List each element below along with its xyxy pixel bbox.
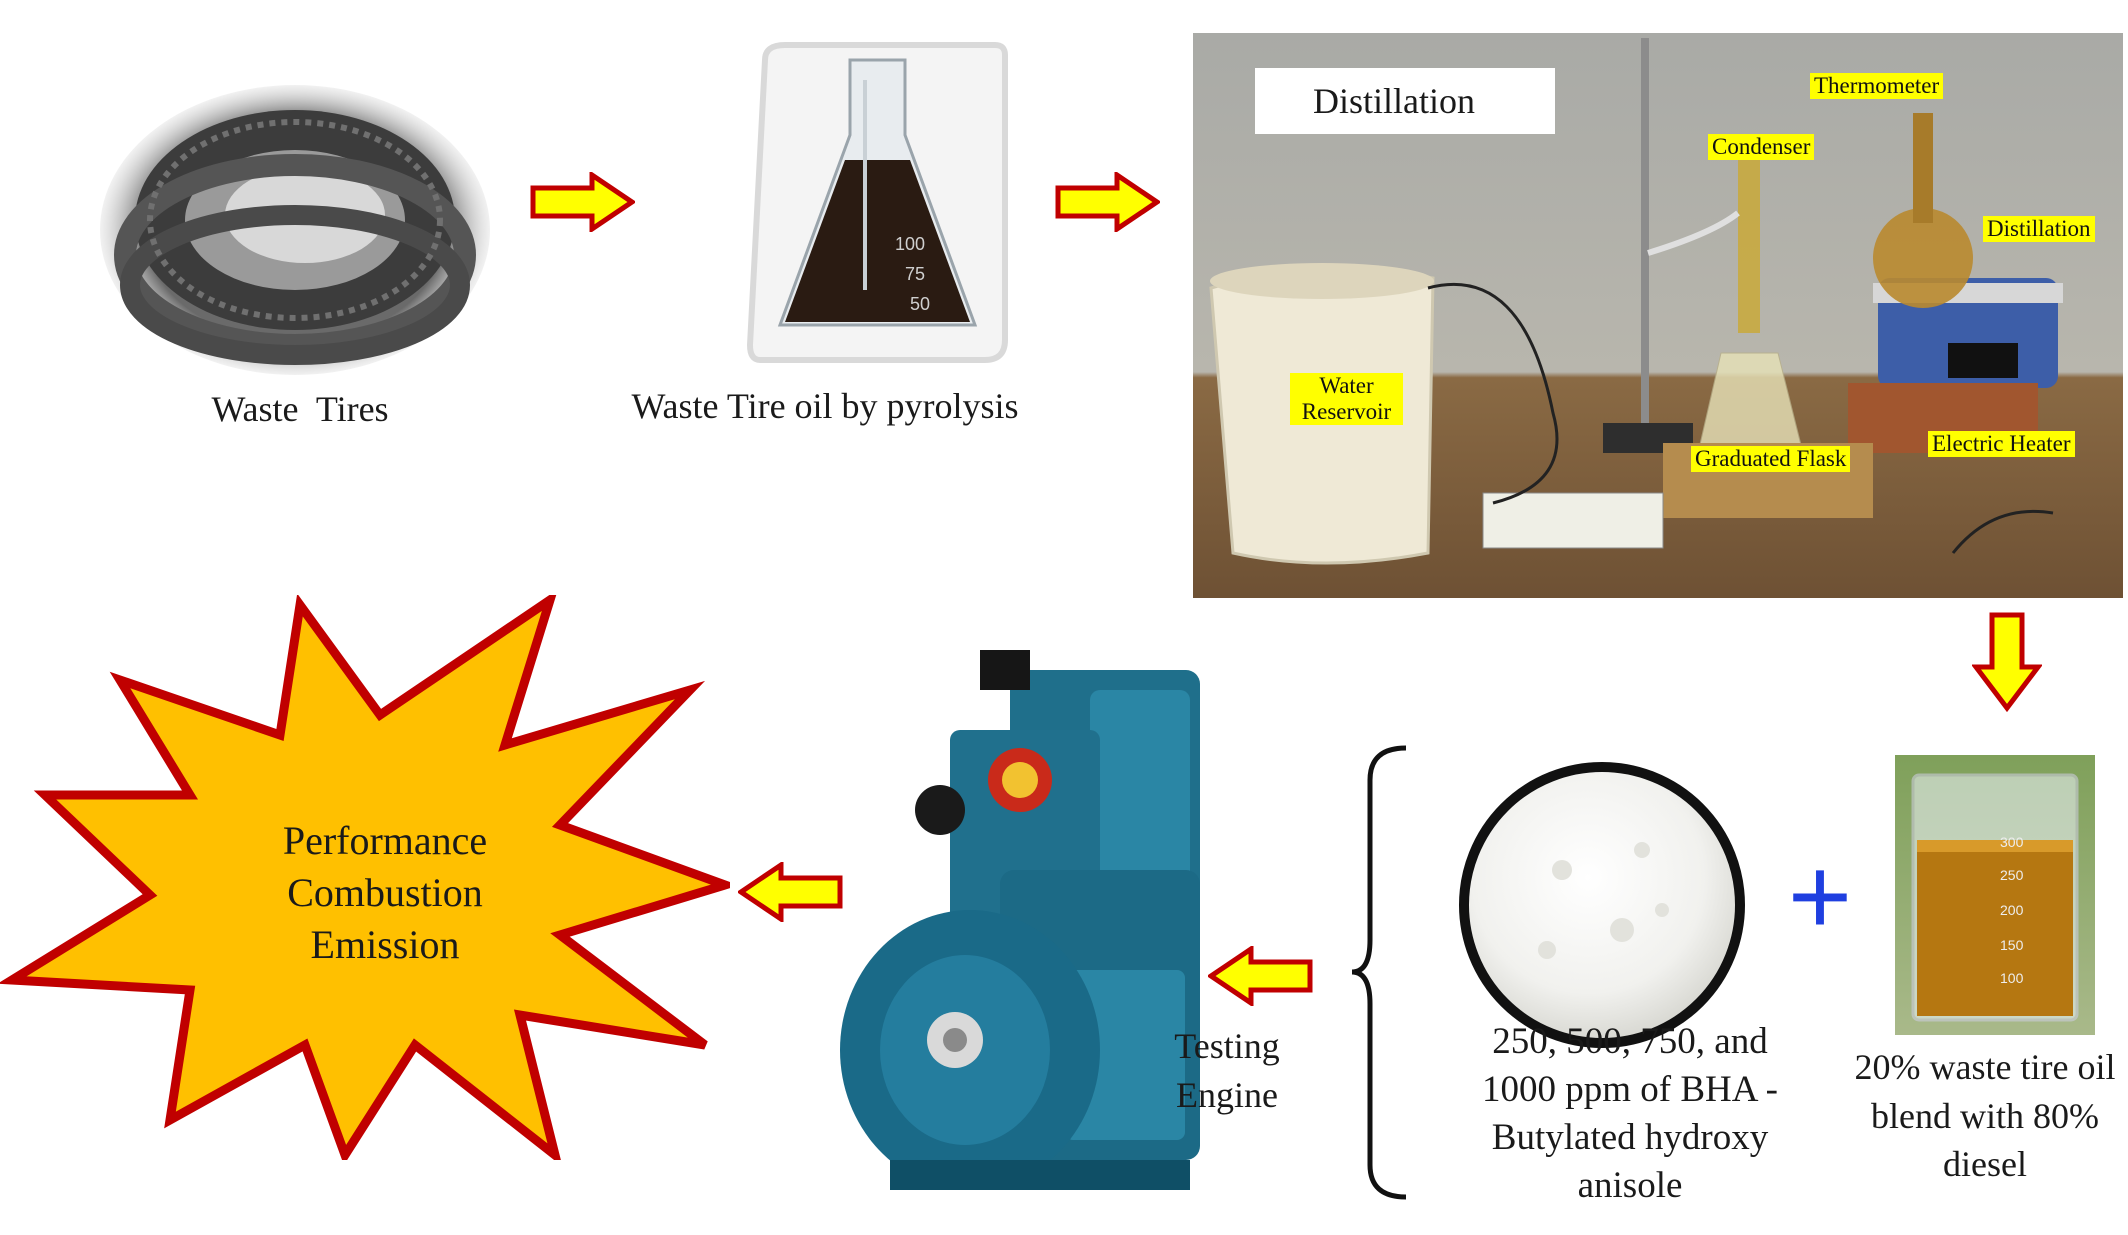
result-line-performance: Performance <box>282 818 488 863</box>
blend-beaker-image: 300 250 200 150 100 <box>1895 755 2095 1035</box>
svg-text:150: 150 <box>2000 937 2024 953</box>
result-line-combustion: Combustion <box>287 870 483 915</box>
svg-text:50: 50 <box>910 294 930 314</box>
pyrolysis-caption: Waste Tire oil by pyrolysis <box>631 386 1019 426</box>
blend-caption: 20% waste tire oil blend with 80% diesel <box>1854 1047 2116 1185</box>
svg-text:250: 250 <box>2000 867 2024 883</box>
distillation-title: Distillation <box>1255 68 1555 134</box>
svg-text:300: 300 <box>2000 834 2024 850</box>
waste-tires-image <box>95 80 495 380</box>
result-text: Performance Combustion Emission <box>220 815 550 971</box>
plus-icon: + <box>1787 835 1853 958</box>
result-line-emission: Emission <box>310 922 460 967</box>
flask-image: 100 75 50 <box>745 40 1010 365</box>
distillation-label: Distillation <box>1983 216 2095 242</box>
svg-text:200: 200 <box>2000 902 2024 918</box>
electric-heater-label: Electric Heater <box>1928 431 2075 457</box>
graduated-flask-label: Graduated Flask <box>1691 446 1851 472</box>
engine-caption: Testing Engine <box>1174 1026 1280 1115</box>
left-arrow-icon <box>738 862 843 922</box>
water-reservoir-label: Water Reservoir <box>1290 373 1403 425</box>
starburst-icon <box>0 589 740 1167</box>
additive-caption: 250, 500, 750, and 1000 ppm of BHA - But… <box>1482 1021 1778 1207</box>
distillation-photo: Distillation Thermometer Condenser Disti… <box>1193 33 2123 598</box>
svg-text:100: 100 <box>2000 970 2024 986</box>
engine-image <box>830 640 1230 1200</box>
bha-powder-image <box>1452 760 1752 1055</box>
svg-text:75: 75 <box>905 264 925 284</box>
left-arrow-icon <box>1208 946 1313 1006</box>
waste-tires-caption: Waste Tires <box>211 389 389 429</box>
svg-text:100: 100 <box>895 234 925 254</box>
thermometer-label: Thermometer <box>1810 73 1944 99</box>
right-arrow-icon <box>530 172 635 232</box>
condenser-label: Condenser <box>1708 134 1815 160</box>
down-arrow-icon <box>1972 612 2042 712</box>
brace-icon <box>1348 740 1408 1210</box>
right-arrow-icon <box>1055 172 1160 232</box>
